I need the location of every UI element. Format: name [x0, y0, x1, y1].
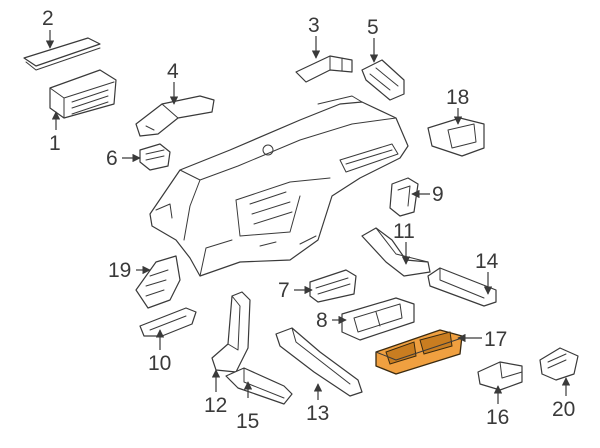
callout-6: 6: [106, 147, 118, 170]
callout-12: 12: [204, 394, 227, 417]
part-14-duct: [427, 267, 497, 307]
part-7-vent: [309, 269, 357, 303]
part-11-duct: [361, 227, 431, 277]
callout-15: 15: [236, 410, 259, 433]
callout-18: 18: [446, 86, 469, 109]
part-6-vent: [139, 143, 171, 171]
part-17-vent-highlighted: [375, 329, 463, 375]
callout-16: 16: [486, 406, 509, 429]
callout-4: 4: [167, 60, 179, 83]
part-10-bracket: [139, 307, 197, 337]
part-19-vent: [135, 255, 181, 309]
callout-2: 2: [42, 7, 54, 30]
part-20-vent: [539, 347, 579, 381]
callout-19: 19: [108, 259, 131, 282]
callout-9: 9: [432, 183, 444, 206]
part-5-duct: [361, 59, 405, 101]
part-3-duct: [295, 55, 353, 83]
callout-20: 20: [552, 398, 575, 421]
part-4-duct: [135, 95, 215, 137]
callout-7: 7: [278, 279, 290, 302]
callout-1: 1: [49, 132, 61, 155]
part-9-bracket: [389, 177, 419, 217]
part-2-cover: [23, 37, 101, 71]
dashboard-frame: [149, 95, 409, 277]
part-18-vent: [427, 117, 485, 157]
callout-3: 3: [308, 14, 320, 37]
callout-10: 10: [148, 352, 171, 375]
callout-14: 14: [475, 250, 499, 273]
leader-lines: [45, 30, 571, 404]
part-15-duct: [225, 367, 293, 405]
callout-labels: 2 1 3 5 4 6 18 9 11 14 19 7 8 17 10 12 1…: [42, 7, 575, 433]
callout-11: 11: [393, 220, 415, 243]
callout-5: 5: [367, 16, 379, 39]
part-16-duct: [477, 361, 523, 391]
part-1-duct: [49, 69, 117, 119]
callout-13: 13: [306, 402, 329, 425]
part-12-duct: [211, 291, 251, 373]
part-13-duct: [275, 327, 363, 397]
callout-17: 17: [484, 328, 507, 351]
callout-8: 8: [316, 309, 328, 332]
part-8-vent: [341, 297, 415, 341]
